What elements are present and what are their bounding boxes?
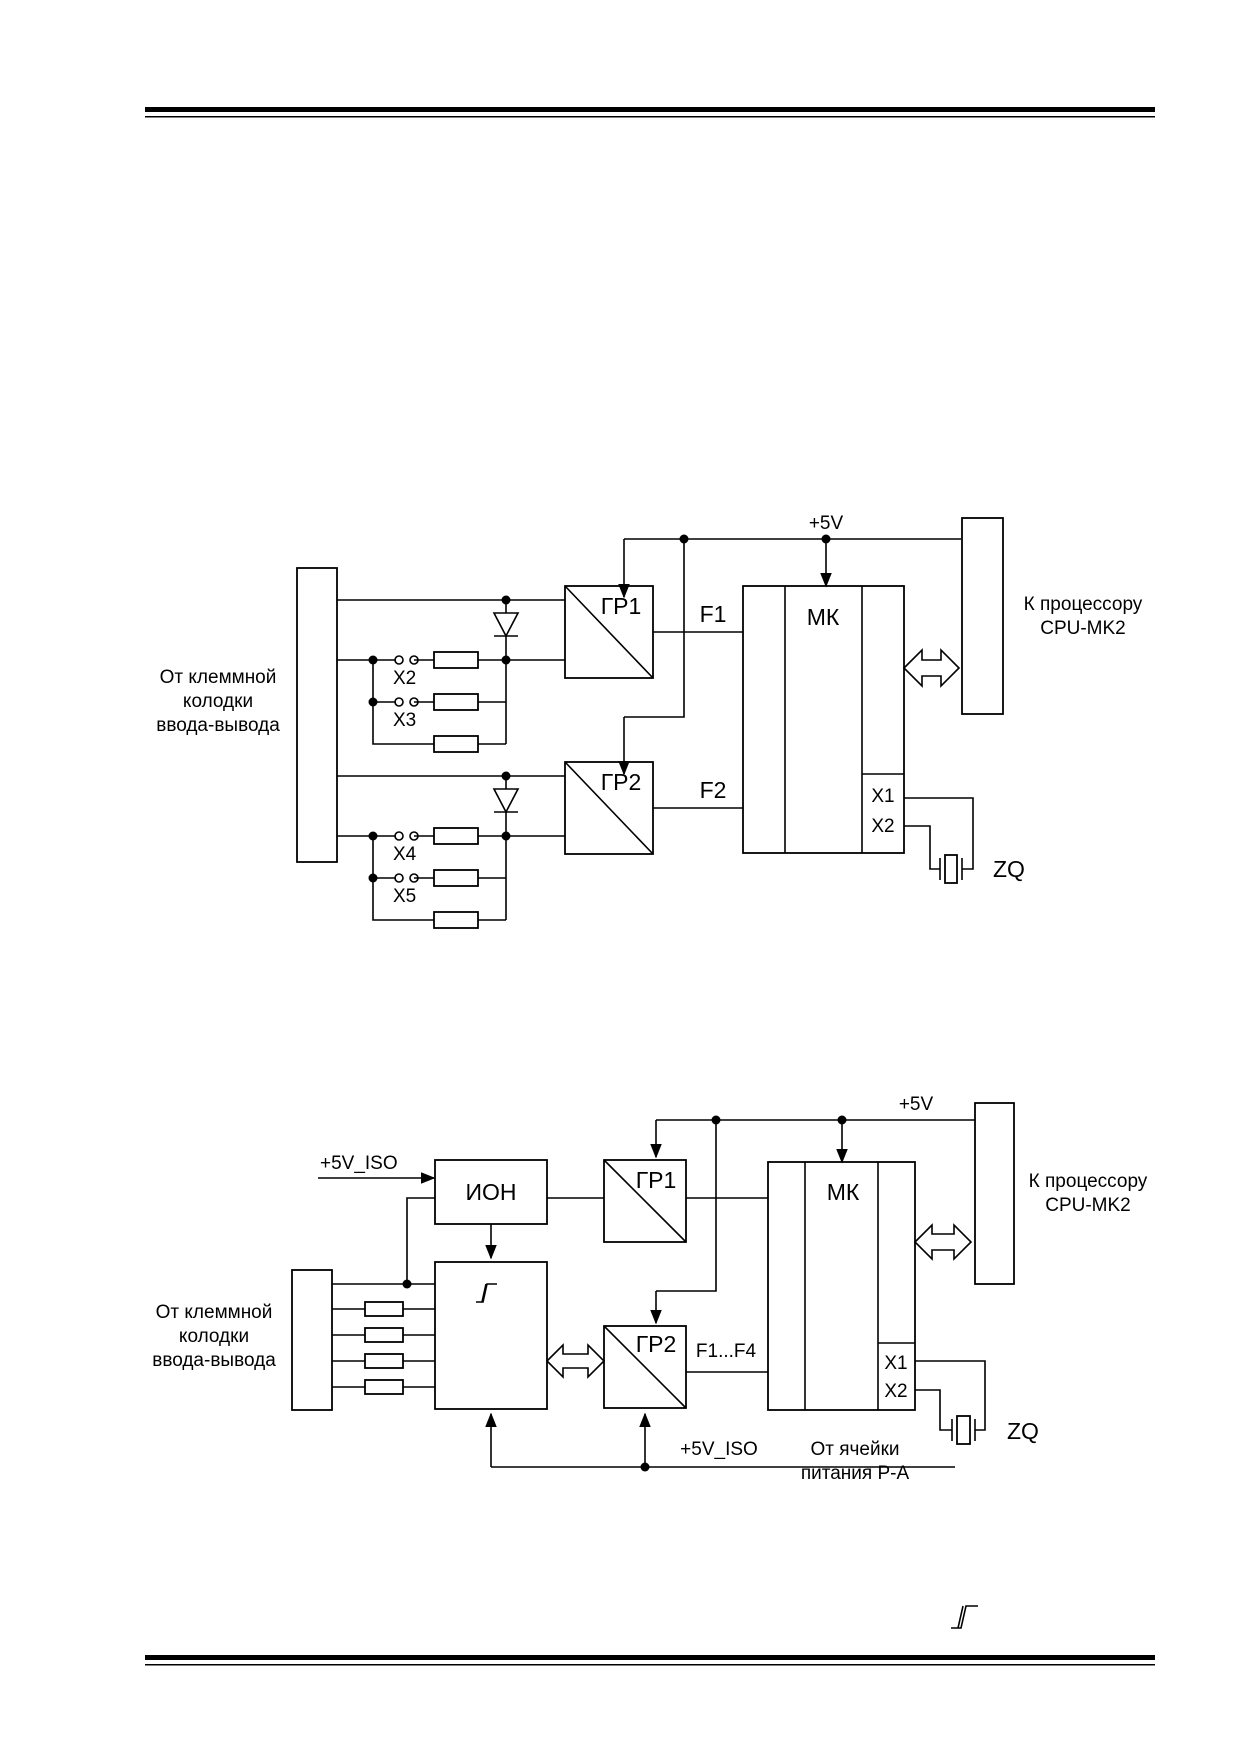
input-resistor-3 [364,1353,404,1369]
resistor-1c [433,735,479,753]
microcontroller-mk [742,585,905,854]
power-label-line-1: От ячейки [810,1439,899,1460]
supply-bus [618,534,961,776]
signal-range-label: F1...F4 [696,1341,757,1362]
iso-power-return [485,1412,955,1472]
comparator-bus-arrow [545,1343,606,1379]
resistor-2a [433,827,479,845]
schmitt-block [434,1261,548,1410]
isolator2-gr1 [603,1159,687,1243]
bus-arrow [902,648,961,688]
terminal-label-line-2: колодки [183,691,253,712]
resistor-1b [433,693,479,711]
terminal2-label-line-1: От клеммной [156,1302,273,1323]
pin-x1-label: X1 [871,786,894,807]
signal-f2-label: F2 [700,777,727,803]
jumper-label-x2: X2 [393,668,416,689]
footer-rule [145,1655,1155,1666]
isolator-gr2-label: ГР2 [601,769,642,795]
crystal-label: ZQ [993,856,1025,882]
jumper-label-x3: X3 [393,710,416,731]
ion-feed-wire [406,1197,435,1284]
input-resistor-1 [364,1301,404,1317]
isolator2-gr2 [603,1325,687,1409]
input-resistor-2 [364,1327,404,1343]
jumper-label-x5: X5 [393,886,416,907]
reference-source-label: ИОН [465,1179,516,1205]
resistor-1a [433,651,479,669]
terminal-block [296,567,338,863]
resistor-2b [433,869,479,887]
terminal2-label-line-2: колодки [179,1326,249,1347]
processor-connector [961,517,1004,715]
processor-label-line-2: CPU-MK2 [1040,618,1126,639]
processor2-label-line-2: CPU-MK2 [1045,1195,1131,1216]
terminal-label-line-3: ввода-вывода [156,715,280,736]
input-lines [332,1279,435,1388]
resistor-2c [433,911,479,929]
terminal2-label-line-3: ввода-вывода [152,1350,276,1371]
isolator2-gr2-label: ГР2 [636,1331,677,1357]
power-label-line-2: питания Р-А [801,1463,910,1484]
input-channel-1 [337,595,565,745]
pin2-x2-label: X2 [884,1381,907,1402]
header-rule [145,107,1155,118]
crystal2-label: ZQ [1007,1418,1039,1444]
input-channel-2 [337,771,565,921]
input-resistor-4 [364,1379,404,1395]
diagram-2: От клеммной колодки ввода-вывода +5V_ISO… [152,1094,1148,1484]
schmitt-symbol-icon [951,1605,978,1629]
iso-input-label: +5V_ISO [320,1153,398,1174]
diagram-1: От клеммной колодки ввода-вывода +5V [156,513,1143,929]
processor-label-line-1: К процессору [1024,594,1143,615]
crystal-zq [904,797,974,884]
supply-label-2: +5V [899,1094,934,1115]
diode-2 [492,788,520,814]
isolator2-gr1-label: ГР1 [636,1167,677,1193]
terminal-label-line-1: От клеммной [160,667,277,688]
iso-bottom-label: +5V_ISO [680,1439,758,1460]
supply-bus-2 [650,1115,975,1325]
terminal-block-2 [291,1269,333,1411]
processor-connector-2 [974,1102,1015,1285]
microcontroller2-label: МК [827,1179,860,1205]
isolator-gr1-label: ГР1 [601,593,642,619]
crystal2-zq [915,1360,986,1445]
signal-f1-label: F1 [700,601,727,627]
bus-arrow-2 [913,1223,973,1261]
jumper-label-x4: X4 [393,844,417,865]
microcontroller-label: МК [807,604,840,630]
processor2-label-line-1: К процессору [1029,1171,1148,1192]
diode-1 [492,612,520,638]
schmitt-trigger-icon [476,1283,497,1303]
microcontroller2-mk [767,1161,916,1411]
pin-x2-label: X2 [871,816,894,837]
supply-label: +5V [809,513,844,534]
pin2-x1-label: X1 [884,1353,907,1374]
